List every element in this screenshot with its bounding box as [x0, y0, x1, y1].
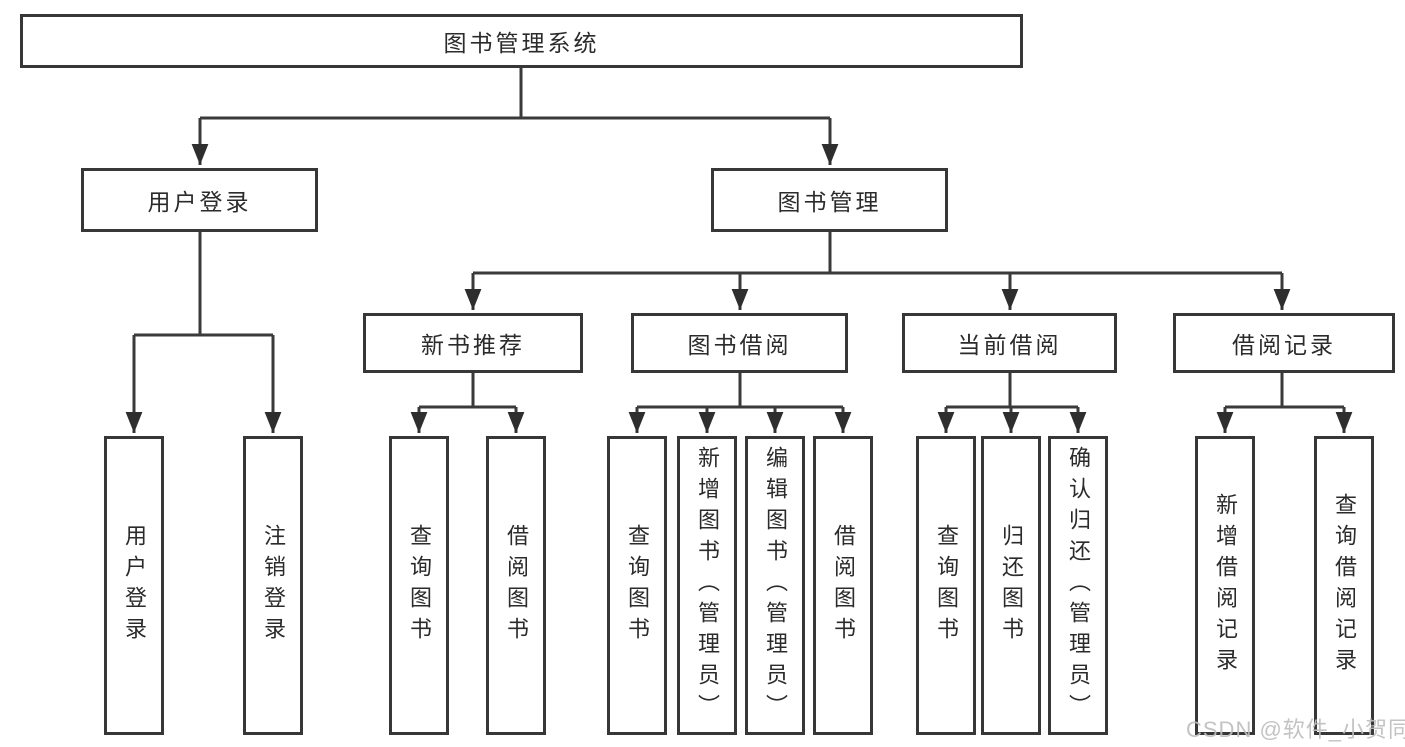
node-label: 新增图书（管理员） — [695, 446, 720, 725]
leaf-borrow-books: 借阅图书 — [813, 436, 873, 735]
node-label: 注销登录 — [261, 523, 286, 648]
node-label: 借阅图书 — [504, 523, 529, 648]
csdn-watermark: CSDN @软件_小贺同学 — [1186, 717, 1405, 742]
node-borrow-records: 借阅记录 — [1173, 313, 1395, 373]
node-label: 用户登录 — [147, 189, 252, 215]
node-label: 新书推荐 — [421, 332, 525, 358]
node-new-book-recommend: 新书推荐 — [363, 313, 583, 373]
leaf-logout: 注销登录 — [243, 436, 303, 735]
node-book-borrow: 图书借阅 — [631, 313, 848, 373]
node-label: 图书借阅 — [687, 332, 792, 358]
node-label: 确认归还（管理员） — [1066, 446, 1091, 725]
leaf-query-books: 查询图书 — [389, 436, 449, 735]
leaf-add-borrow-record: 新增借阅记录 — [1195, 436, 1255, 735]
node-system-root: 图书管理系统 — [20, 14, 1023, 68]
node-label: 查询图书 — [625, 523, 650, 648]
node-label: 归还图书 — [999, 523, 1024, 648]
node-user-login: 用户登录 — [81, 168, 318, 232]
node-label: 新增借阅记录 — [1213, 492, 1238, 679]
leaf-confirm-return-admin: 确认归还（管理员） — [1048, 436, 1108, 735]
node-label: 查询借阅记录 — [1332, 492, 1357, 679]
leaf-query-borrow-record: 查询借阅记录 — [1314, 436, 1374, 735]
node-label: 图书管理系统 — [443, 30, 600, 56]
node-label: 图书管理 — [777, 189, 882, 215]
node-book-management: 图书管理 — [711, 168, 948, 232]
leaf-add-books-admin: 新增图书（管理员） — [677, 436, 737, 735]
node-label: 当前借阅 — [957, 332, 1062, 358]
node-label: 借阅图书 — [831, 523, 856, 648]
node-label: 查询图书 — [407, 523, 432, 648]
node-label: 编辑图书（管理员） — [763, 446, 788, 725]
leaf-user-login: 用户登录 — [104, 436, 164, 735]
node-label: 查询图书 — [934, 523, 959, 648]
leaf-query-books: 查询图书 — [607, 436, 667, 735]
leaf-borrow-books: 借阅图书 — [486, 436, 546, 735]
leaf-query-books: 查询图书 — [916, 436, 976, 735]
leaf-edit-books-admin: 编辑图书（管理员） — [745, 436, 805, 735]
node-current-borrow: 当前借阅 — [902, 313, 1117, 373]
node-label: 用户登录 — [122, 523, 147, 648]
leaf-return-books: 归还图书 — [981, 436, 1041, 735]
node-label: 借阅记录 — [1232, 332, 1336, 358]
